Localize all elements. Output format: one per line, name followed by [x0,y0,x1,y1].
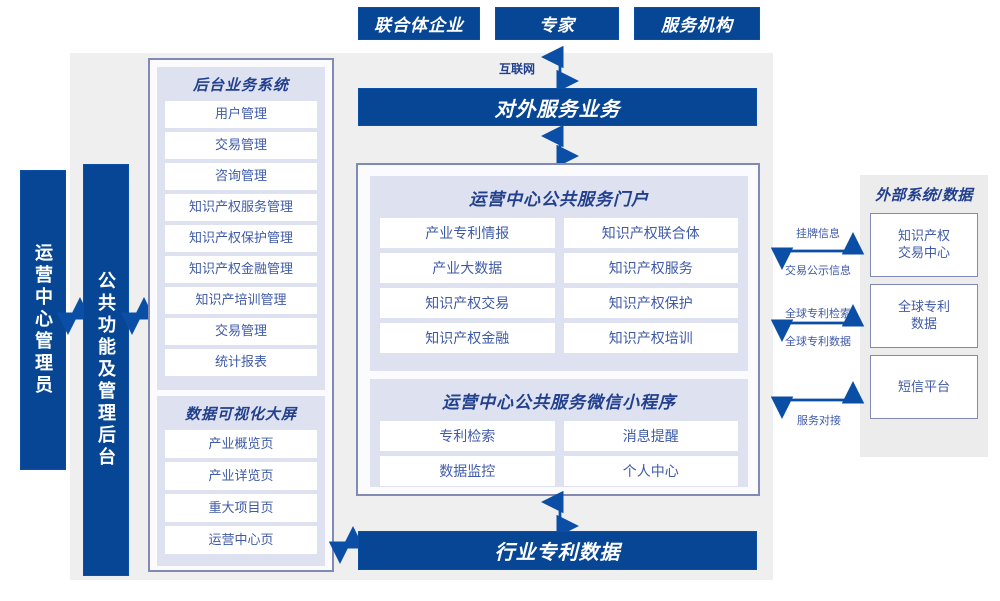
center-panel: 运营中心公共服务门户 产业专利情报 知识产权联合体 产业大数据 知识产权服务 知… [356,163,760,496]
actor-label: 联合体企业 [374,16,464,35]
center-group-1: 运营中心公共服务微信小程序 专利检索 消息提醒 数据监控 个人中心 [370,379,748,487]
miniprogram-item[interactable]: 专利检索 [380,421,555,451]
miniprogram-item[interactable]: 数据监控 [380,456,555,486]
actor-label: 服务机构 [661,16,733,35]
connector-label-patent-data: 全球专利数据 [785,336,851,348]
actor-label: 专家 [539,16,575,35]
backend-item[interactable]: 产业概览页 [165,430,317,458]
connector-label-trade-notice: 交易公示信息 [785,265,851,277]
backend-item[interactable]: 知识产培训管理 [165,287,317,314]
backend-item[interactable]: 运营中心页 [165,526,317,554]
center-group-0: 运营中心公共服务门户 产业专利情报 知识产权联合体 产业大数据 知识产权服务 知… [370,176,748,371]
external-trade-arrow-icon [770,232,865,270]
center-group-title: 运营中心公共服务微信小程序 [442,393,676,412]
miniprogram-item[interactable]: 消息提醒 [563,421,738,451]
external-sms-arrow-icon [770,381,865,419]
external-system-item[interactable]: 全球专利 数据 [870,284,978,348]
left-column-operator: 运营中心管理员 [20,170,66,470]
backend-item[interactable]: 知识产权保护管理 [165,225,317,252]
backend-item[interactable]: 咨询管理 [165,163,317,190]
external-systems-panel: 外部系统/数据 知识产权 交易中心 全球专利 数据 短信平台 [860,175,988,457]
backend-item[interactable]: 重大项目页 [165,494,317,522]
external-systems-title: 外部系统/数据 [875,187,973,204]
portal-item[interactable]: 产业大数据 [380,253,555,283]
portal-item[interactable]: 产业专利情报 [380,218,555,248]
portal-item[interactable]: 知识产权服务 [563,253,738,283]
backend-group-1: 数据可视化大屏 产业概览页 产业详览页 重大项目页 运营中心页 [157,396,325,566]
operator-to-backend-arrow-icon [56,297,92,335]
portal-item[interactable]: 知识产权金融 [380,323,555,353]
bottom-data-bar: 行业专利数据 [358,531,757,570]
external-system-item[interactable]: 短信平台 [870,355,978,419]
service-to-portal-arrow-icon [541,124,579,168]
connector-label-service-docking: 服务对接 [797,415,841,427]
external-service-label: 对外服务业务 [494,98,621,121]
actor-box-1: 专家 [495,7,619,40]
backend-item[interactable]: 统计报表 [165,349,317,376]
internet-connector-label: 互联网 [498,62,535,76]
left-column-platform-backend: 公共功能及管理后台 [83,164,129,576]
external-system-item[interactable]: 知识产权 交易中心 [870,213,978,277]
connector-label-listing: 挂牌信息 [796,228,840,240]
backend-link-arrow-icon [120,297,156,335]
backend-item[interactable]: 产业详览页 [165,462,317,490]
left-column-label: 公共功能及管理后台 [96,271,116,469]
portal-item[interactable]: 知识产权交易 [380,288,555,318]
center-group-title: 运营中心公共服务门户 [469,190,649,209]
portal-item[interactable]: 知识产权联合体 [563,218,738,248]
actor-box-2: 服务机构 [634,7,760,40]
external-patent-arrow-icon [770,304,865,342]
backend-panel: 后台业务系统 用户管理 交易管理 咨询管理 知识产权服务管理 知识产权保护管理 … [148,58,334,572]
backend-group-title: 后台业务系统 [192,77,289,94]
portal-item[interactable]: 知识产权保护 [563,288,738,318]
portal-to-data-arrow-icon [541,490,579,538]
left-column-label: 运营中心管理员 [33,243,53,397]
backend-item[interactable]: 用户管理 [165,101,317,128]
portal-item[interactable]: 知识产权培训 [563,323,738,353]
external-service-bar: 对外服务业务 [358,88,757,126]
backend-item[interactable]: 知识产权金融管理 [165,256,317,283]
backend-group-0: 后台业务系统 用户管理 交易管理 咨询管理 知识产权服务管理 知识产权保护管理 … [157,67,325,390]
backend-item[interactable]: 知识产权服务管理 [165,194,317,221]
backend-item[interactable]: 交易管理 [165,318,317,345]
internet-arrow-icon [541,45,579,93]
backend-group-title: 数据可视化大屏 [184,406,297,423]
backend-to-data-arrow-icon [328,526,365,564]
connector-label-patent-search: 全球专利检索 [785,308,851,320]
miniprogram-item[interactable]: 个人中心 [563,456,738,486]
bottom-data-label: 行业专利数据 [494,542,621,564]
backend-item[interactable]: 交易管理 [165,132,317,159]
actor-box-0: 联合体企业 [358,7,480,40]
